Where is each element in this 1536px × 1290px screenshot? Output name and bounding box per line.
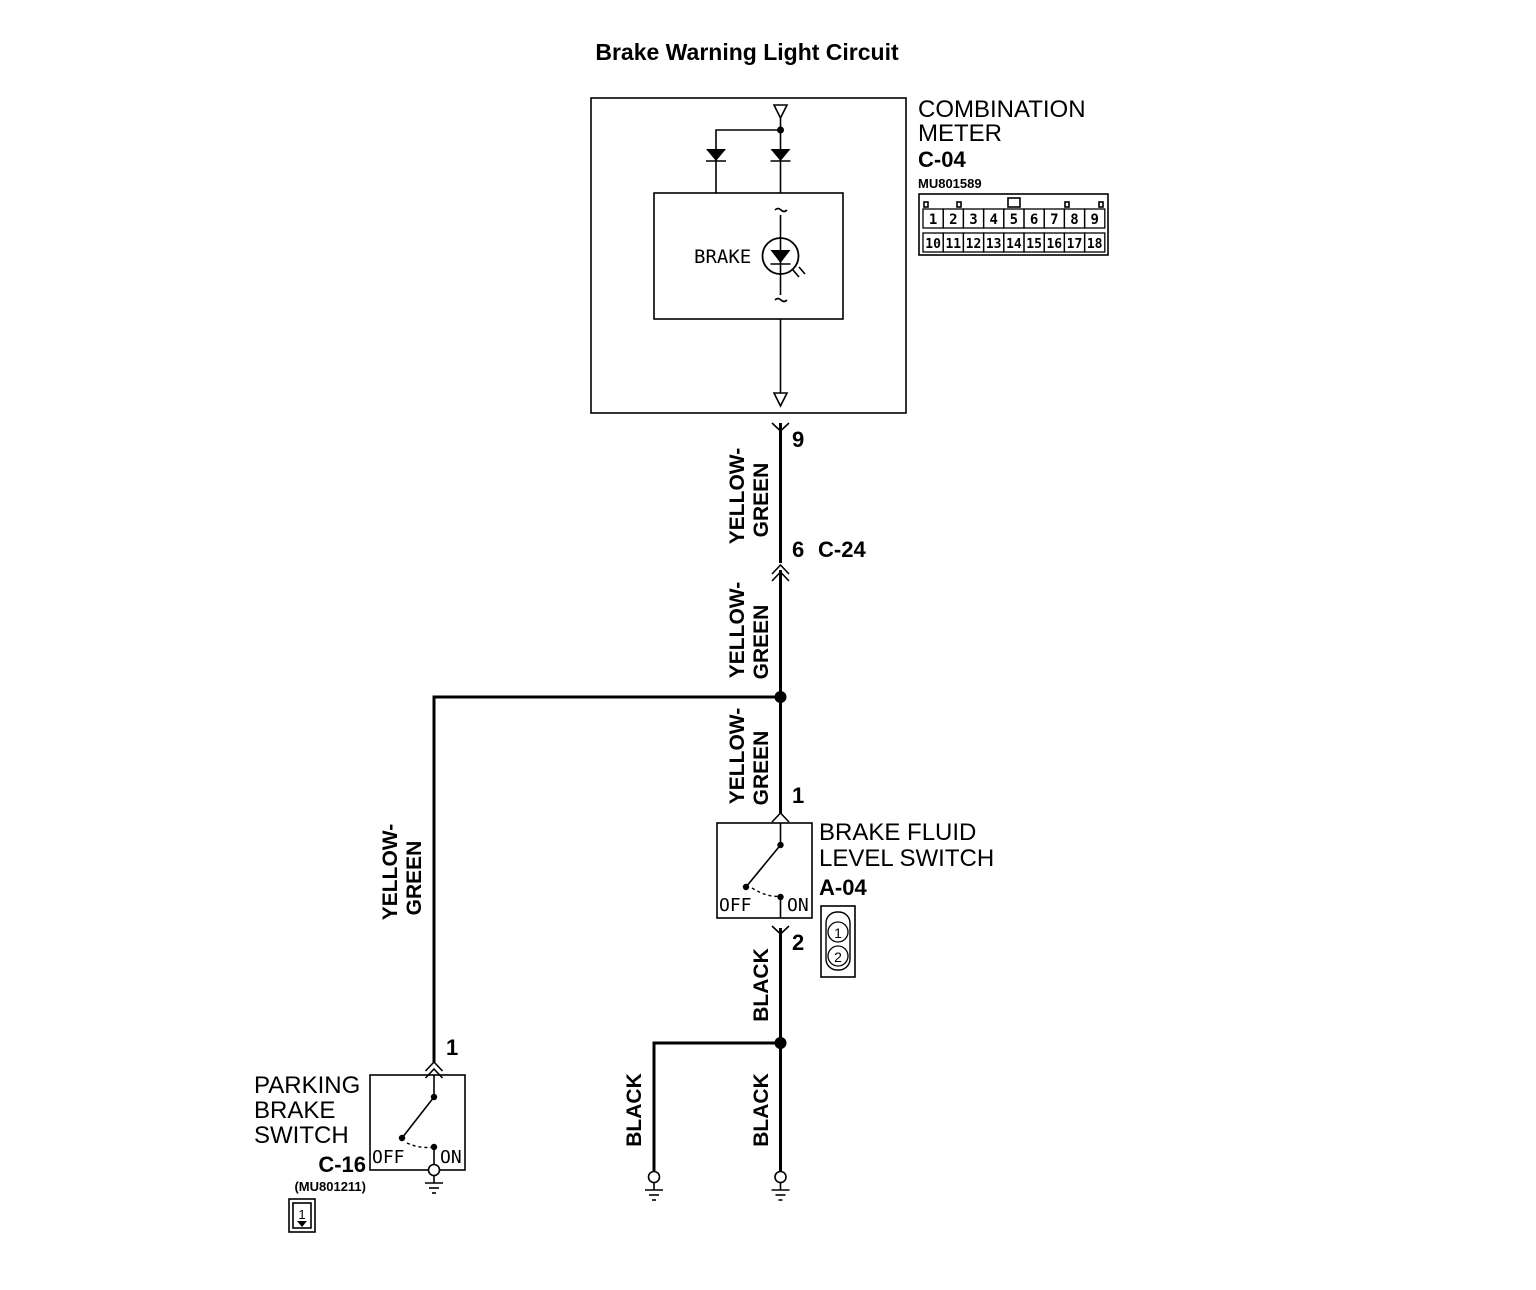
- combination-meter-name-1: COMBINATION: [918, 96, 1086, 123]
- connector-pin-number: 15: [1026, 237, 1042, 252]
- parking-switch-part-number: (MU801211): [294, 1179, 366, 1194]
- combination-meter-part-number: MU801589: [918, 176, 982, 191]
- connector-pins-bottom: 10 11 12 13 14 15 16 17 18: [922, 232, 1106, 253]
- connector-pin-number: 1: [834, 925, 842, 941]
- connector-pin-number: 2: [949, 212, 957, 228]
- parking-switch-name-3: SWITCH: [254, 1122, 349, 1149]
- parking-switch-name-2: BRAKE: [254, 1097, 335, 1124]
- fluid-switch-name-1: BRAKE FLUID: [819, 819, 976, 846]
- wire-color-label: GREEN: [750, 731, 773, 806]
- connector-pin-number: 13: [986, 237, 1002, 252]
- connector-pin-number: 14: [1006, 237, 1022, 252]
- parking-switch-connector-face: 1: [288, 1198, 316, 1233]
- connector-pin-number: 8: [1070, 212, 1078, 228]
- fluid-switch-connector-face: 1 2: [820, 905, 856, 978]
- connector-pin-cell: [1083, 208, 1106, 229]
- combination-meter-box: [590, 97, 907, 414]
- connector-pin-number: 9: [1090, 212, 1098, 228]
- wire-color-label: BLACK: [623, 1073, 646, 1147]
- intermediate-connector-pin: 6: [792, 537, 804, 562]
- wire-color-label: GREEN: [750, 463, 773, 538]
- connector-pin-number: 4: [989, 212, 997, 228]
- parking-brake-switch: 1 OFF ON: [369, 1035, 466, 1194]
- switch-contact: [401, 1096, 435, 1139]
- fluid-switch-on-label: ON: [787, 895, 809, 916]
- parking-switch-on-label: ON: [440, 1147, 462, 1168]
- brake-fluid-level-switch: 1 OFF ON 2: [716, 783, 813, 955]
- connector-pin-number: 17: [1067, 237, 1083, 252]
- connector-terminal-symbol: [424, 1060, 444, 1072]
- connector-pin-number: 10: [925, 237, 941, 252]
- wire-color-label: BLACK: [750, 948, 773, 1022]
- wire-color-label: YELLOW-: [726, 708, 749, 804]
- terminal-triangle: [772, 392, 789, 408]
- connector-pin-cell: [1083, 232, 1106, 253]
- diode-icon: [706, 149, 726, 161]
- wire-color-label: YELLOW-: [726, 582, 749, 678]
- connector-pin-number: 11: [945, 237, 961, 252]
- wire-color-label: YELLOW-: [726, 448, 749, 544]
- connector-pin-number: 5: [1010, 212, 1018, 228]
- terminal-triangle: [772, 104, 789, 120]
- switch-contact: [745, 844, 782, 888]
- fluid-switch-name-2: LEVEL SWITCH: [819, 845, 994, 872]
- parking-switch-name-1: PARKING: [254, 1072, 360, 1099]
- connector-pin-number: 2: [834, 949, 842, 965]
- wire-color-label: GREEN: [750, 605, 773, 680]
- parking-switch-box: [369, 1074, 466, 1171]
- wire-branch-parking: [432, 695, 781, 1062]
- wire-segment-black: [652, 1041, 781, 1172]
- parking-switch-off-label: OFF: [372, 1147, 405, 1168]
- combination-meter: BRAKE: [590, 97, 907, 414]
- ground-icon: [771, 1170, 790, 1201]
- connector-pin-number: 12: [966, 237, 982, 252]
- wire-color-label: BLACK: [750, 1073, 773, 1147]
- fluid-switch-pin-out: 2: [792, 930, 804, 955]
- connector-pin-number: 3: [969, 212, 977, 228]
- wire-color-label: GREEN: [403, 841, 426, 916]
- fluid-switch-box: [716, 822, 813, 919]
- ground-icon: [645, 1170, 663, 1201]
- brake-lamp-label: BRAKE: [694, 246, 751, 268]
- fluid-switch-connector: A-04: [819, 875, 867, 900]
- connector-pin-number: 7: [1050, 212, 1058, 228]
- intermediate-connector-name: C-24: [818, 537, 866, 562]
- ground-icon: [425, 1176, 443, 1194]
- connector-pin-number: 1: [929, 212, 937, 228]
- fluid-switch-pin-in: 1: [792, 783, 804, 808]
- wire-color-label: YELLOW-: [379, 824, 402, 920]
- brake-lamp-box: [653, 192, 844, 320]
- parking-switch-pin-in: 1: [446, 1035, 458, 1060]
- diode-icon: [770, 149, 791, 161]
- intermediate-connector-symbol: [771, 563, 790, 575]
- fluid-switch-off-label: OFF: [719, 895, 752, 916]
- connector-pin-number: 6: [1030, 212, 1038, 228]
- connector-pin-number: 16: [1046, 237, 1062, 252]
- connector-pin-number: 18: [1087, 237, 1103, 252]
- connector-pin-number: 1: [298, 1207, 305, 1222]
- parking-switch-connector: C-16: [318, 1152, 366, 1177]
- output-pin-number: 9: [792, 427, 804, 452]
- diagram-title: Brake Warning Light Circuit: [595, 39, 899, 65]
- connector-terminal-symbol: [771, 811, 790, 823]
- combination-meter-name-2: METER: [918, 120, 1002, 147]
- combination-meter-connector: C-04: [918, 147, 966, 172]
